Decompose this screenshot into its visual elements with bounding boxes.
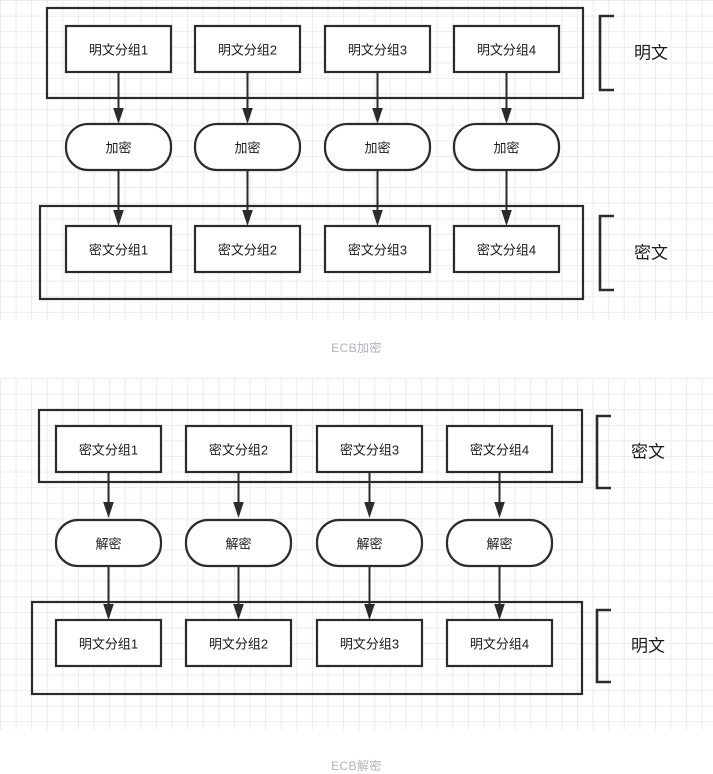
plaintext-block-4-label: 明文分组4 bbox=[477, 43, 536, 58]
decrypt-ciphertext-bracket bbox=[595, 414, 611, 490]
arrow-plain-to-enc-2 bbox=[242, 72, 253, 124]
plaintext-block-1[interactable]: 明文分组1 bbox=[64, 24, 173, 74]
plaintext-block-1-label: 明文分组1 bbox=[89, 43, 148, 58]
encrypt-node-4-label: 加密 bbox=[493, 141, 519, 156]
encrypt-node-1[interactable]: 加密 bbox=[64, 122, 173, 172]
ciphertext-block-1-label: 密文分组1 bbox=[89, 243, 148, 258]
decrypt-node-2-label: 解密 bbox=[225, 537, 251, 552]
plaintext-block-2[interactable]: 明文分组2 bbox=[193, 24, 302, 74]
arrow-dec-to-plain-2 bbox=[233, 566, 244, 620]
plaintext-group-outline bbox=[45, 6, 585, 100]
decrypt-ciphertext-block-1-label: 密文分组1 bbox=[79, 443, 138, 458]
encrypt-node-2[interactable]: 加密 bbox=[193, 122, 302, 172]
decrypt-node-3[interactable]: 解密 bbox=[315, 518, 424, 568]
decrypt-ciphertext-block-4[interactable]: 密文分组4 bbox=[445, 424, 554, 474]
decrypt-node-2[interactable]: 解密 bbox=[184, 518, 293, 568]
arrow-cipher-to-dec-2 bbox=[233, 472, 244, 518]
arrow-dec-to-plain-3 bbox=[364, 566, 375, 620]
caption-ecb-encrypt: ECB加密 bbox=[331, 341, 382, 355]
plaintext-block-4[interactable]: 明文分组4 bbox=[452, 24, 561, 74]
decrypt-ciphertext-block-1[interactable]: 密文分组1 bbox=[54, 424, 163, 474]
decrypt-plaintext-block-4-label: 明文分组4 bbox=[470, 637, 529, 652]
arrow-dec-to-plain-1 bbox=[103, 566, 114, 620]
decrypt-plaintext-block-3[interactable]: 明文分组3 bbox=[315, 618, 424, 668]
ciphertext-block-3[interactable]: 密文分组3 bbox=[323, 224, 432, 274]
arrow-cipher-to-dec-3 bbox=[364, 472, 375, 518]
decrypt-node-1-label: 解密 bbox=[95, 537, 121, 552]
ciphertext-block-4[interactable]: 密文分组4 bbox=[452, 224, 561, 274]
decrypt-node-4-label: 解密 bbox=[486, 537, 512, 552]
arrow-plain-to-enc-4 bbox=[501, 72, 512, 124]
plaintext-block-2-label: 明文分组2 bbox=[218, 43, 277, 58]
decrypt-ciphertext-block-3[interactable]: 密文分组3 bbox=[315, 424, 424, 474]
encrypt-node-3[interactable]: 加密 bbox=[323, 122, 432, 172]
decrypt-plaintext-block-4[interactable]: 明文分组4 bbox=[445, 618, 554, 668]
ciphertext-block-2-label: 密文分组2 bbox=[218, 243, 277, 258]
decrypt-plaintext-block-1-label: 明文分组1 bbox=[79, 637, 138, 652]
arrow-enc-to-cipher-4 bbox=[501, 170, 512, 226]
ecb-encrypt-diagram: 明文分组1 明文分组2 明文分组3 明文分组4 明文 bbox=[0, 0, 713, 320]
arrow-enc-to-cipher-2 bbox=[242, 170, 253, 226]
arrow-cipher-to-dec-4 bbox=[494, 472, 505, 518]
decrypt-plaintext-block-2[interactable]: 明文分组2 bbox=[184, 618, 293, 668]
plaintext-bracket bbox=[598, 14, 614, 92]
ciphertext-side-label: 密文 bbox=[634, 244, 668, 263]
arrow-dec-to-plain-4 bbox=[494, 566, 505, 620]
decrypt-plaintext-bracket bbox=[595, 608, 611, 684]
plaintext-block-3-label: 明文分组3 bbox=[348, 43, 407, 58]
decrypt-node-4[interactable]: 解密 bbox=[445, 518, 554, 568]
caption-ecb-decrypt: ECB解密 bbox=[331, 759, 382, 773]
decrypt-ciphertext-block-2-label: 密文分组2 bbox=[209, 443, 268, 458]
decrypt-ciphertext-block-2[interactable]: 密文分组2 bbox=[184, 424, 293, 474]
arrow-plain-to-enc-1 bbox=[113, 72, 124, 124]
decrypt-plaintext-block-1[interactable]: 明文分组1 bbox=[54, 618, 163, 668]
ciphertext-block-2[interactable]: 密文分组2 bbox=[193, 224, 302, 274]
encrypt-node-3-label: 加密 bbox=[364, 141, 390, 156]
plaintext-block-3[interactable]: 明文分组3 bbox=[323, 24, 432, 74]
plaintext-side-label: 明文 bbox=[634, 44, 668, 63]
decrypt-plaintext-group-outline bbox=[30, 600, 584, 696]
arrow-cipher-to-dec-1 bbox=[103, 472, 114, 518]
ciphertext-block-4-label: 密文分组4 bbox=[477, 243, 536, 258]
decrypt-node-1[interactable]: 解密 bbox=[54, 518, 163, 568]
decrypt-ciphertext-block-4-label: 密文分组4 bbox=[470, 443, 529, 458]
arrow-enc-to-cipher-3 bbox=[372, 170, 383, 226]
ecb-decrypt-diagram: 密文分组1 密文分组2 密文分组3 密文分组4 密文 bbox=[0, 378, 713, 730]
decrypt-ciphertext-side-label: 密文 bbox=[631, 443, 665, 462]
decrypt-ciphertext-block-3-label: 密文分组3 bbox=[340, 443, 399, 458]
encrypt-node-4[interactable]: 加密 bbox=[452, 122, 561, 172]
ciphertext-group-outline bbox=[38, 204, 585, 301]
arrow-enc-to-cipher-1 bbox=[113, 170, 124, 226]
decrypt-ciphertext-group-outline bbox=[37, 408, 584, 484]
ciphertext-block-3-label: 密文分组3 bbox=[348, 243, 407, 258]
decrypt-plaintext-block-2-label: 明文分组2 bbox=[209, 637, 268, 652]
decrypt-node-3-label: 解密 bbox=[356, 537, 382, 552]
decrypt-plaintext-side-label: 明文 bbox=[631, 637, 665, 656]
arrow-plain-to-enc-3 bbox=[372, 72, 383, 124]
encrypt-node-1-label: 加密 bbox=[105, 141, 131, 156]
ciphertext-block-1[interactable]: 密文分组1 bbox=[64, 224, 173, 274]
decrypt-plaintext-block-3-label: 明文分组3 bbox=[340, 637, 399, 652]
encrypt-node-2-label: 加密 bbox=[234, 141, 260, 156]
ciphertext-bracket bbox=[598, 214, 614, 292]
